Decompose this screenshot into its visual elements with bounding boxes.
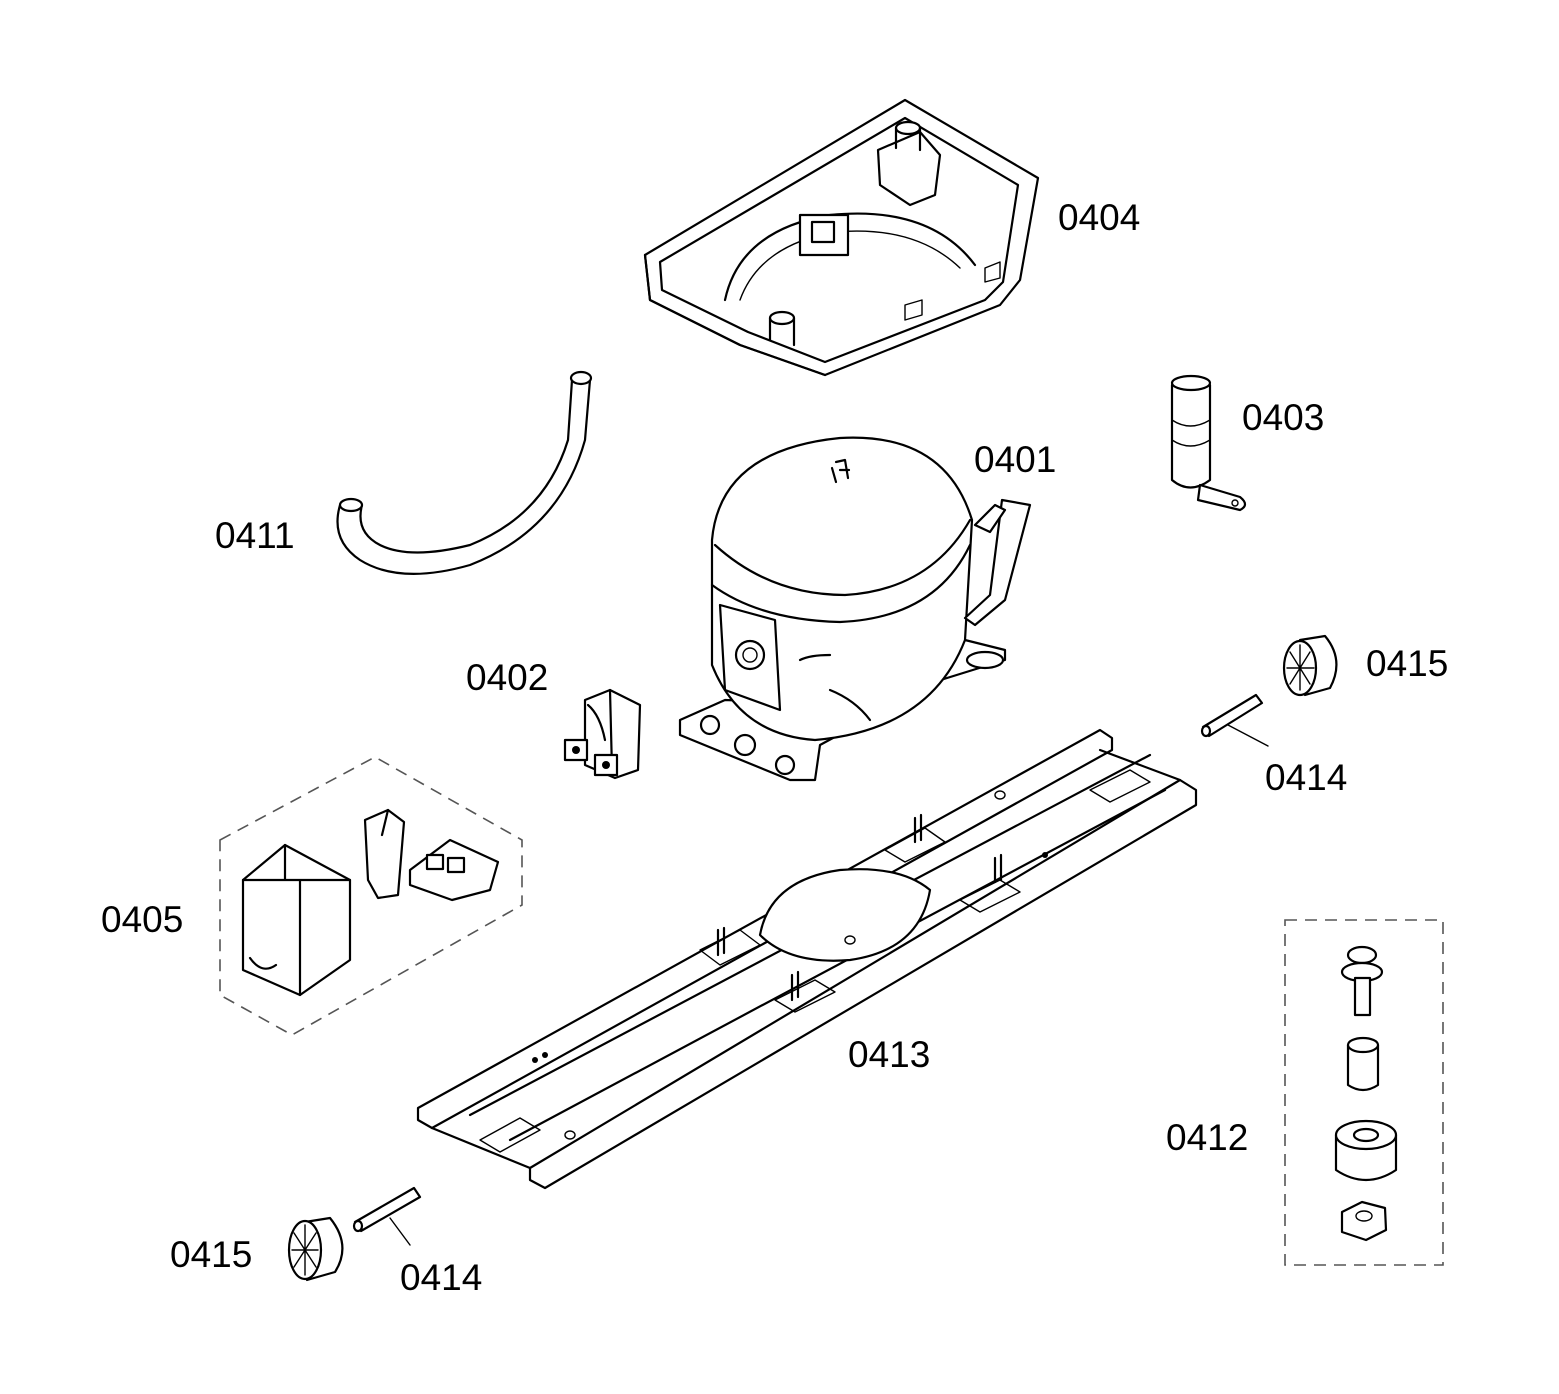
part-0414-left-pin[interactable] [352,1186,422,1233]
label-0401: 0401 [974,439,1056,480]
label-0414-right: 0414 [1265,757,1347,798]
part-0402-relay[interactable] [563,688,642,780]
label-0413: 0413 [848,1034,930,1075]
label-0402: 0402 [466,657,548,698]
label-0411: 0411 [215,515,295,556]
part-0411-hose[interactable] [336,370,593,575]
label-0415-left: 0415 [170,1234,252,1275]
label-0403: 0403 [1242,397,1324,438]
part-0405-starter-group[interactable] [219,756,523,1036]
label-0415-right: 0415 [1366,643,1448,684]
label-0404: 0404 [1058,197,1140,238]
leader-0414-left [389,1217,411,1246]
part-0413-base-rail[interactable] [416,728,1198,1190]
part-0403-capacitor[interactable] [1170,374,1247,512]
part-0414-right-pin[interactable] [1200,693,1264,738]
part-0412-hardware-kit[interactable] [1284,919,1444,1266]
part-0404-cover-tray[interactable] [643,98,1040,377]
part-0415-left-foot[interactable] [287,1216,344,1282]
part-0401-compressor[interactable] [678,436,1032,782]
part-0415-right-foot[interactable] [1282,634,1338,697]
label-0405: 0405 [101,899,183,940]
label-0414-left: 0414 [400,1257,482,1298]
label-0412: 0412 [1166,1117,1248,1158]
leader-0414-right [1227,724,1269,747]
